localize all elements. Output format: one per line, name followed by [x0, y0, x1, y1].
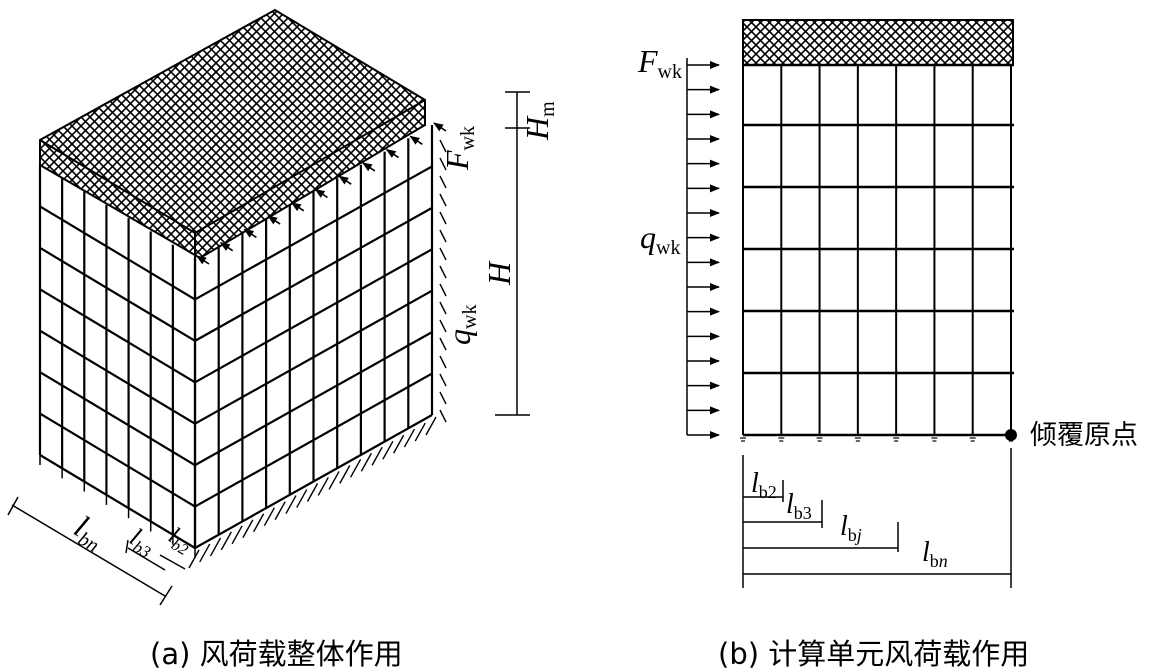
ground-hatch [263, 507, 276, 527]
ground-hatch [371, 446, 383, 466]
ground-hatch [403, 428, 416, 448]
roof-wind-arrow [196, 255, 210, 265]
right-face-ledger [194, 206, 433, 342]
caption-b: (b) 计算单元风荷载作用 [718, 637, 1029, 671]
ground-hatch [306, 483, 319, 502]
roof-wind-arrow [290, 202, 305, 212]
left-face-ledger [39, 371, 196, 467]
bottom-dimensions-a [7, 496, 186, 606]
ground-hatch [231, 525, 243, 545]
label-h: H [481, 260, 517, 286]
label-q-wk-a: qwk [441, 305, 481, 345]
side-wind-stroke [439, 301, 447, 315]
label-l-b2-b: lb2 [751, 468, 777, 502]
support-hatches-3d [39, 416, 437, 569]
ground-hatch [274, 501, 286, 520]
roof-wind-arrow [409, 135, 423, 145]
side-wind-stroke [439, 319, 447, 333]
label-l-b3-b: lb3 [786, 489, 812, 523]
right-face-ledger [194, 331, 433, 467]
right-face-ledger [194, 414, 433, 549]
side-wind-stroke [439, 157, 447, 171]
right-face-frame [193, 125, 434, 549]
frame-grid-b [742, 63, 1014, 437]
ground-hatch [328, 471, 340, 490]
ground-hatch [349, 458, 362, 478]
label-f-wk-a: Fwk [439, 126, 479, 171]
label-l-bn-a: lbn [67, 508, 112, 557]
side-wind-stroke [439, 409, 447, 423]
left-face-ledger [39, 288, 196, 384]
label-l-bn-b: lbn [922, 537, 948, 571]
side-wind-stroke [439, 373, 447, 387]
ground-hatch [285, 495, 297, 514]
side-wind-stroke [439, 229, 447, 243]
bottom-dimensions-b [742, 448, 1012, 588]
right-face-ledger [194, 165, 433, 301]
label-l-bj-b: lbj [840, 511, 862, 545]
left-face-ledger [39, 454, 196, 549]
ground-hatch [220, 531, 232, 551]
roof-wind-arrow [338, 175, 352, 185]
side-wind-stroke [439, 283, 447, 297]
right-face-ledger [194, 372, 433, 508]
roof-wind-arrow [433, 122, 447, 132]
ground-hatch [253, 513, 265, 533]
side-wind-stroke [439, 391, 447, 405]
side-wind-stroke [439, 247, 447, 261]
label-l-b2-a: lb2 [163, 523, 197, 559]
label-l-b3-a: lb3 [124, 522, 161, 562]
ground-hatch [393, 434, 405, 454]
right-face-ledger [194, 289, 433, 425]
roof-wind-arrow [243, 228, 257, 239]
roof-net-b [742, 19, 1014, 66]
roof-wind-arrow [362, 162, 376, 172]
side-wind-stroke [439, 337, 447, 351]
panel-b-frame-2d: Fwk qwk 倾覆原点 lb2 lb3 lbj lbn [637, 19, 1138, 588]
right-face-ledger [194, 248, 433, 384]
overturning-origin-point [1005, 429, 1017, 441]
ground-hatch [209, 537, 222, 557]
wind-load-arrows-b [686, 58, 720, 439]
side-wind-stroke [439, 211, 447, 225]
wind-load-arrows-3d [196, 122, 447, 423]
side-wind-stroke [439, 355, 447, 369]
roof-wind-arrow [385, 148, 400, 159]
side-wind-stroke [439, 175, 447, 189]
height-dimension [495, 91, 530, 416]
left-face-ledger [39, 205, 196, 301]
ground-hatch [382, 440, 394, 460]
ground-hatch [188, 549, 200, 569]
ground-hatch [339, 465, 351, 484]
side-wind-stroke [439, 265, 447, 279]
ground-hatch [199, 543, 211, 563]
ground-hatch [425, 416, 437, 436]
roof-wind-arrow [314, 188, 328, 199]
ground-hatch [242, 519, 254, 539]
left-face-ledger [39, 329, 196, 425]
ground-hatch [360, 452, 372, 472]
label-f-wk-b: Fwk [637, 43, 682, 83]
ground-hatch [317, 477, 329, 496]
label-overturning-origin: 倾覆原点 [1030, 420, 1138, 451]
label-h-m: Hm [519, 101, 559, 141]
ground-hatch [414, 422, 426, 442]
caption-a: (a) 风荷载整体作用 [150, 637, 403, 671]
support-ticks-b [740, 437, 1014, 442]
label-q-wk-b: qwk [640, 219, 680, 259]
panel-a-scaffold-3d: Fwk Hm H qwk lbn lb3 lb2 [7, 8, 559, 606]
roof-wind-arrow [267, 215, 281, 225]
left-face-ledger [39, 412, 196, 508]
ground-hatch [296, 489, 308, 508]
side-wind-stroke [439, 139, 447, 153]
roof-wind-arrow [219, 242, 234, 252]
side-wind-stroke [439, 193, 447, 207]
left-face-ledger [39, 246, 196, 342]
